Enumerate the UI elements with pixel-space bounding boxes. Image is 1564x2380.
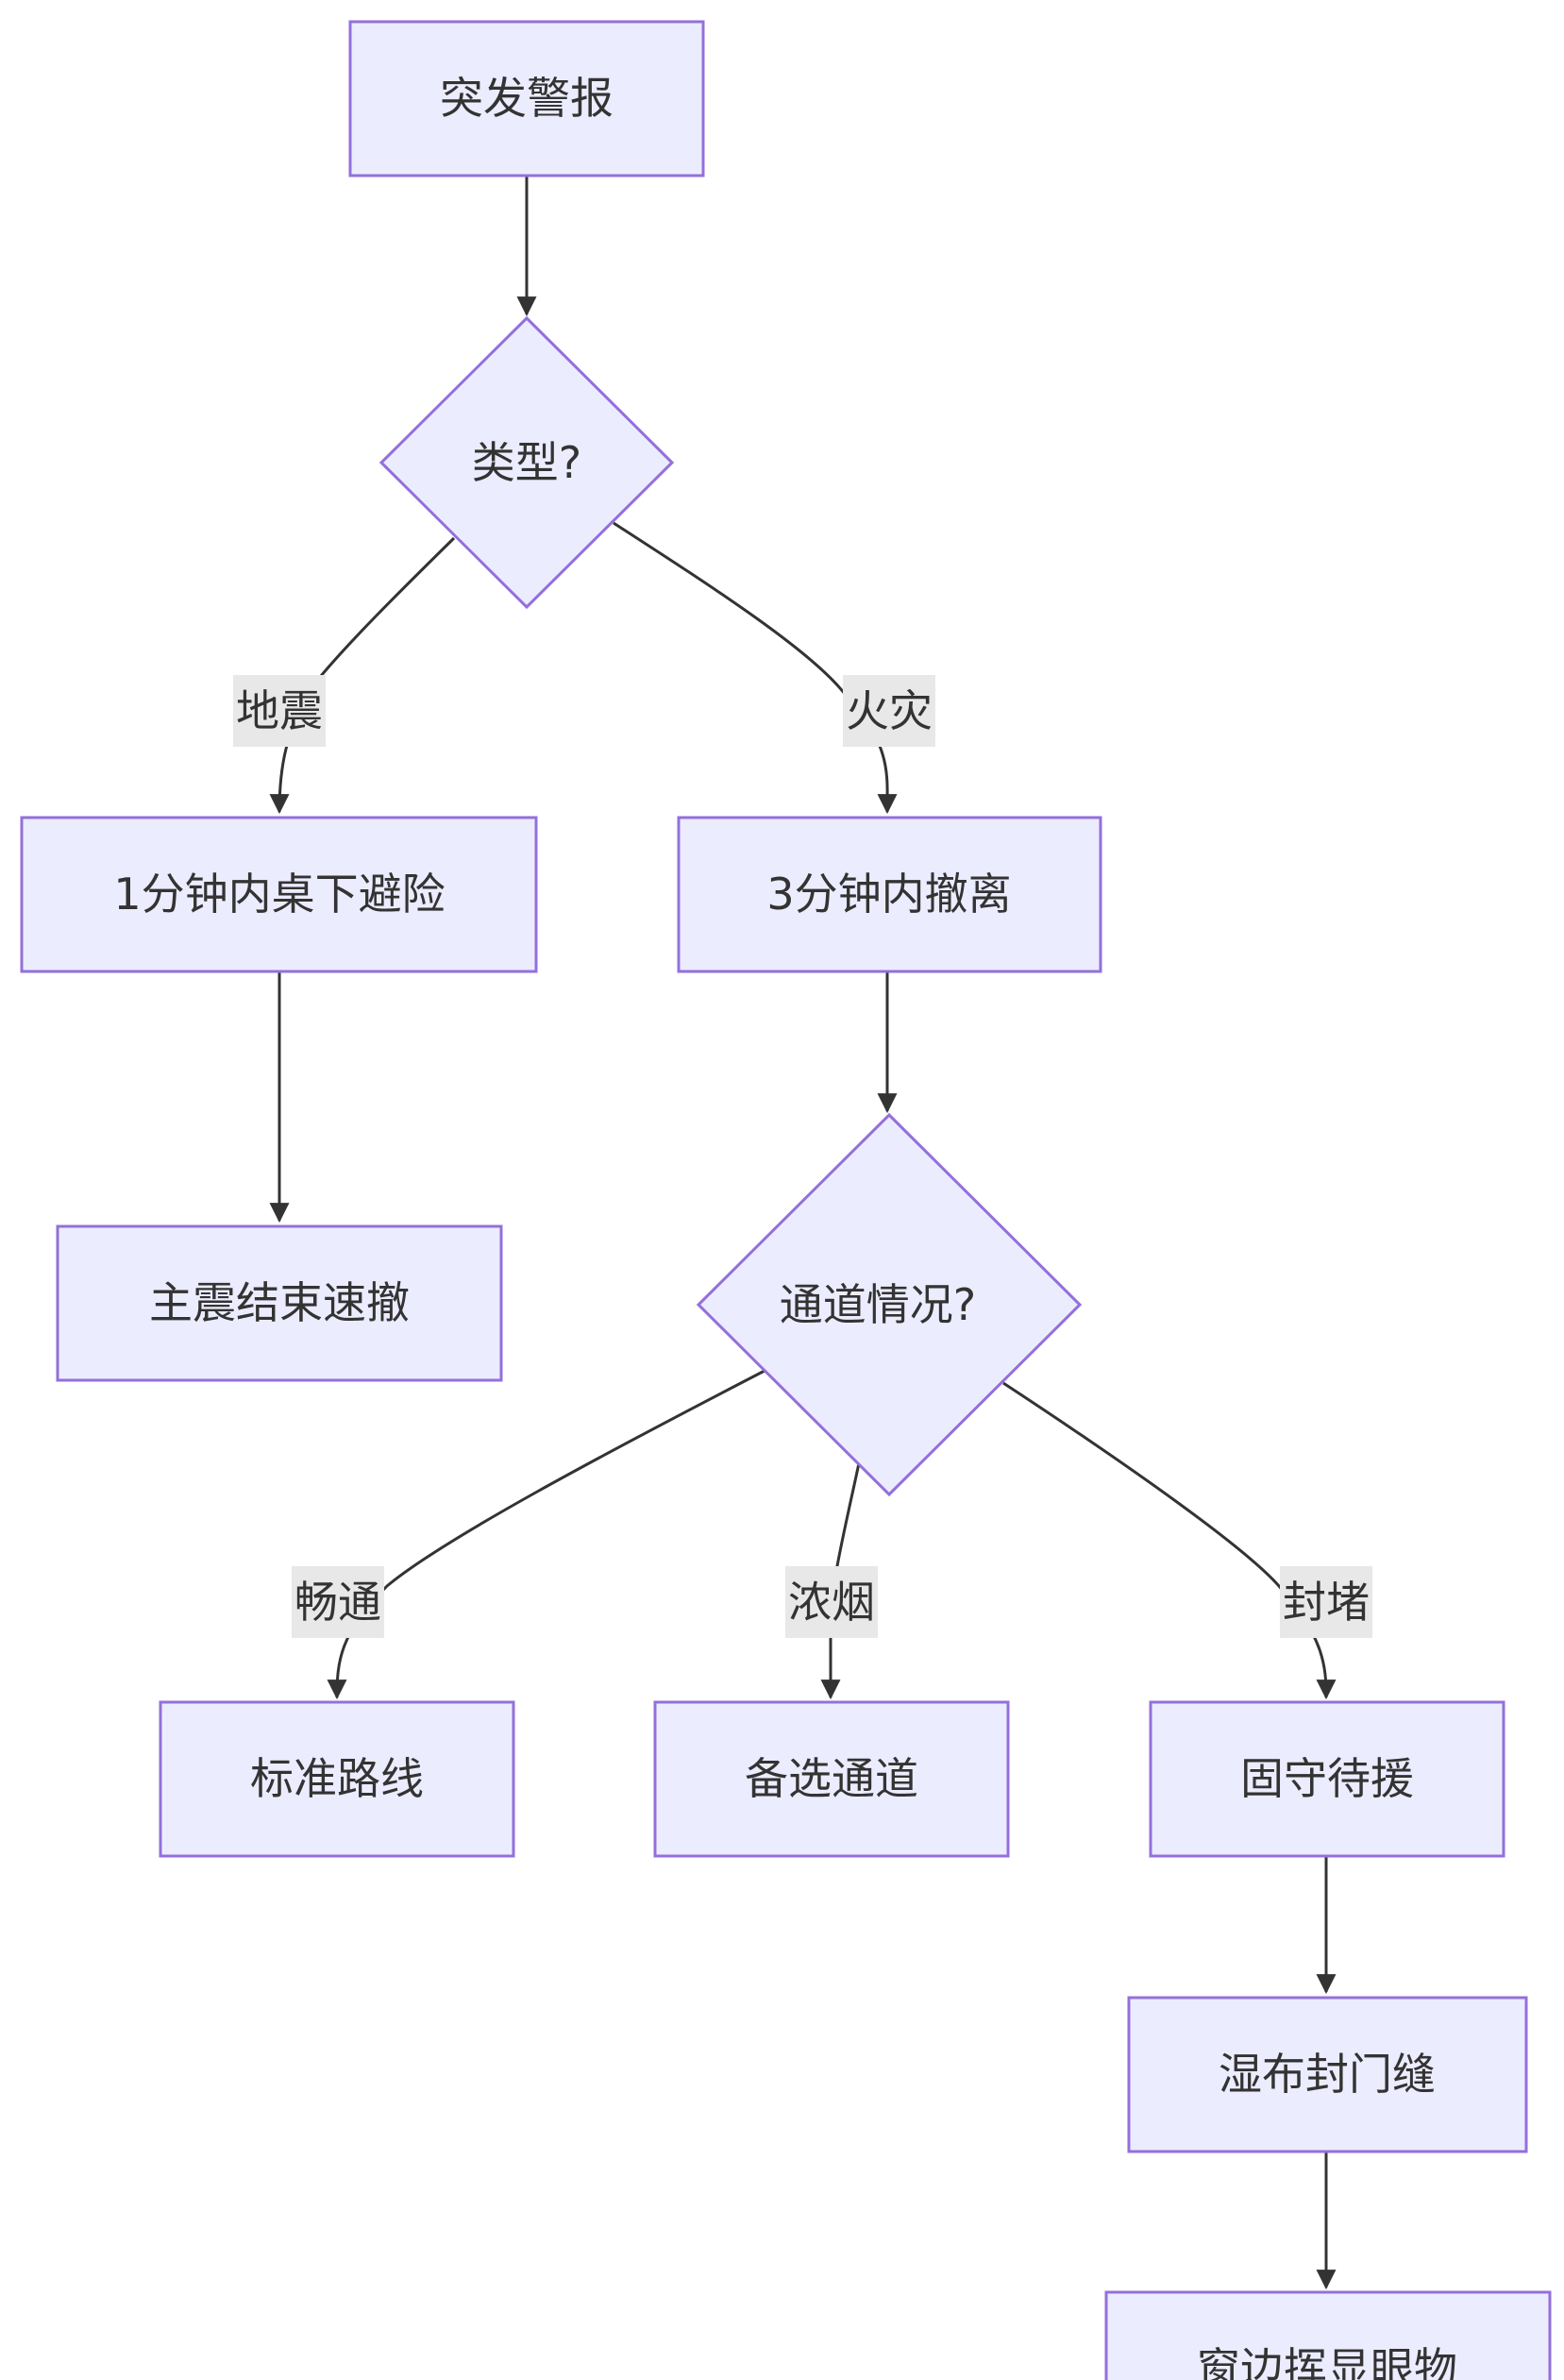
node-seal-door[interactable]: 湿布封门缝: [1127, 1996, 1528, 2153]
node-fire-evacuate-label: 3分钟内撤离: [766, 869, 1011, 920]
node-stay-wait[interactable]: 固守待援: [1149, 1700, 1505, 1858]
edge-label-smoke-text: 浓烟: [788, 1577, 875, 1628]
edge-label-earthquake: 地震: [233, 675, 326, 747]
node-earthquake-after-label: 主震结束速撤: [149, 1277, 410, 1328]
node-earthquake-after[interactable]: 主震结束速撤: [56, 1224, 503, 1382]
edge-label-smoke: 浓烟: [785, 1566, 878, 1638]
edge-type-to-fire: [613, 521, 898, 815]
node-passage-decision-label: 通道情况?: [780, 1279, 976, 1330]
edge-label-fire-text: 火灾: [846, 685, 933, 736]
node-stay-wait-label: 固守待援: [1240, 1753, 1414, 1804]
edge-label-blocked: 封堵: [1280, 1566, 1372, 1638]
node-window-signal[interactable]: 窗边挥显眼物: [1104, 2290, 1552, 2380]
node-fire-evacuate[interactable]: 3分钟内撤离: [677, 816, 1102, 973]
edge-label-clear: 畅通: [292, 1566, 384, 1638]
node-earthquake-shelter[interactable]: 1分钟内桌下避险: [20, 816, 538, 973]
node-alternate-passage-label: 备选通道: [745, 1753, 918, 1804]
edge-label-clear-text: 畅通: [294, 1577, 381, 1628]
node-alert-label: 突发警报: [440, 73, 614, 124]
node-type-decision-label: 类型?: [472, 437, 581, 488]
node-type-decision[interactable]: 类型?: [378, 315, 675, 610]
edge-label-earthquake-text: 地震: [236, 685, 323, 736]
node-passage-decision[interactable]: 通道情况?: [696, 1112, 1083, 1497]
edge-label-blocked-text: 封堵: [1283, 1577, 1370, 1628]
node-alert[interactable]: 突发警报: [348, 20, 705, 177]
edge-passage-to-blocked: [1002, 1381, 1337, 1700]
node-window-signal-label: 窗边挥显眼物: [1197, 2343, 1457, 2380]
node-standard-route-label: 标准路线: [250, 1753, 424, 1804]
node-earthquake-shelter-label: 1分钟内桌下避险: [113, 869, 445, 920]
node-seal-door-label: 湿布封门缝: [1219, 2049, 1436, 2100]
edges: [269, 177, 1337, 2290]
edge-label-fire: 火灾: [843, 675, 935, 747]
edge-passage-to-clear: [327, 1369, 765, 1700]
node-standard-route[interactable]: 标准路线: [159, 1700, 515, 1858]
node-alternate-passage[interactable]: 备选通道: [653, 1700, 1010, 1858]
